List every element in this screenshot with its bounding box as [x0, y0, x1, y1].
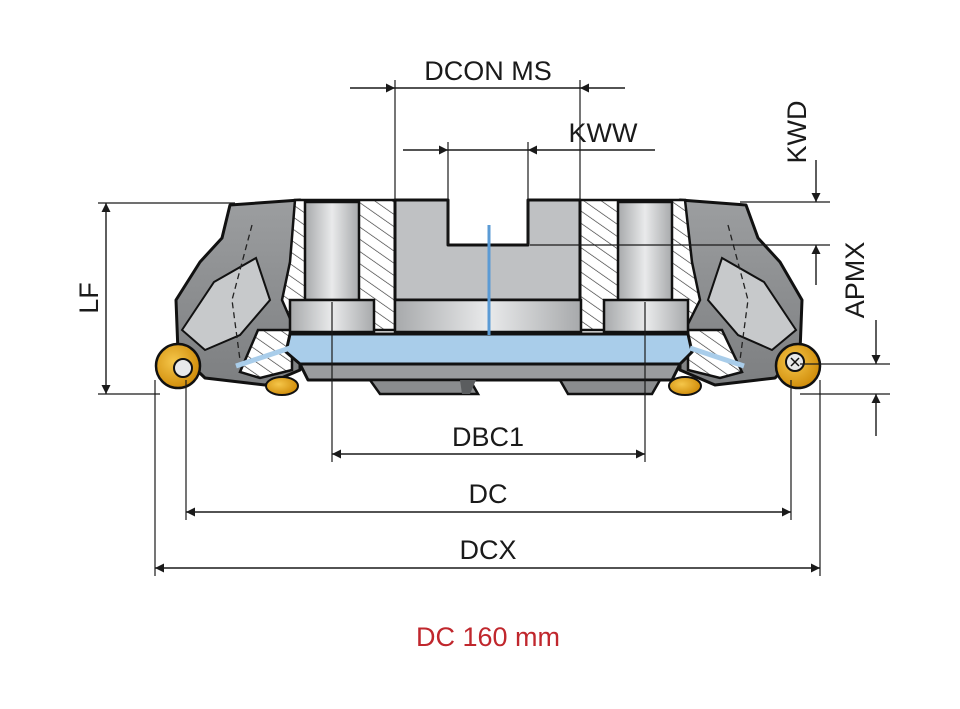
label-kww: KWW	[569, 118, 638, 148]
right-bolt-bore	[616, 200, 674, 302]
left-chip-pocket	[180, 256, 272, 352]
right-chip-pocket	[706, 256, 798, 352]
coolant-channel-left	[235, 345, 291, 369]
label-dc: DC	[469, 479, 508, 509]
label-kwd: KWD	[782, 101, 812, 164]
cutter-body	[154, 198, 822, 396]
bottom-face	[298, 362, 682, 382]
caption-diameter: DC 160 mm	[416, 622, 560, 652]
insert-bottom-left	[265, 376, 299, 396]
label-lf: LF	[74, 282, 104, 314]
insert-bottom-right	[668, 376, 702, 396]
left-bolt-bore	[303, 200, 361, 302]
label-dcon-ms: DCON MS	[424, 56, 552, 86]
dimensions: DCON MS KWW KWD APMX LF DBC1	[74, 56, 890, 576]
coolant-plate	[284, 332, 694, 366]
coolant-channel-right	[689, 345, 745, 369]
label-apmx: APMX	[840, 242, 870, 319]
label-dcx: DCX	[459, 535, 516, 565]
label-dbc1: DBC1	[452, 422, 524, 452]
